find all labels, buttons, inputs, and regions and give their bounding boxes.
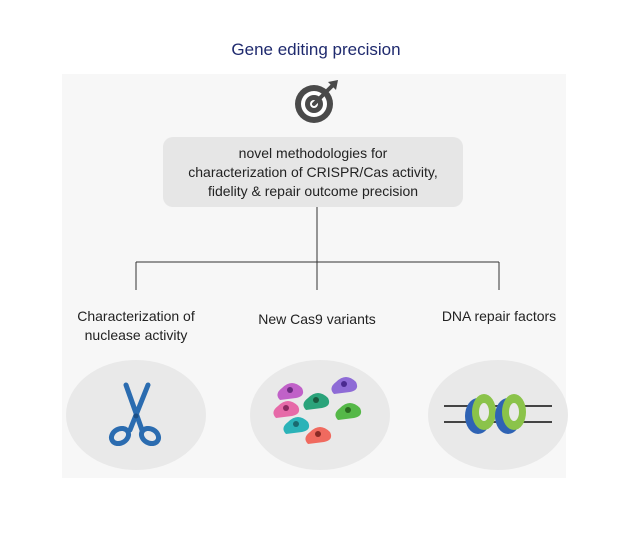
- cas9-variant-icon: [283, 417, 310, 434]
- cas9-variant-icon: [335, 403, 362, 420]
- repair-factor-right: [495, 394, 526, 434]
- methodology-line-2: characterization of CRISPR/Cas activity,: [188, 163, 438, 180]
- cas9-circle: [250, 360, 390, 470]
- cas9-variant-icon: [273, 401, 300, 418]
- scissors-icon: [108, 382, 162, 447]
- branch-label-dna-repair: DNA repair factors: [419, 307, 579, 326]
- branch-label-cas9: New Cas9 variants: [237, 310, 397, 329]
- target-icon: [295, 80, 338, 123]
- branch-label-nuclease-line-2: nuclease activity: [84, 327, 188, 343]
- branch-label-nuclease: Characterization of nuclease activity: [56, 307, 216, 345]
- branch-label-cas9-line-1: New Cas9 variants: [258, 311, 376, 327]
- cas9-variant-icon: [305, 427, 332, 444]
- methodology-line-3: fidelity & repair outcome precision: [207, 182, 419, 199]
- branch-label-nuclease-line-1: Characterization of: [77, 308, 195, 324]
- nuclease-circle: [66, 360, 206, 470]
- cas9-variant-icon: [331, 377, 358, 394]
- cas9-protein-icon: [273, 377, 362, 444]
- repair-factor-left: [465, 394, 496, 434]
- cas9-variant-icon: [303, 393, 330, 410]
- branch-label-dna-repair-line-1: DNA repair factors: [441, 308, 557, 324]
- methodology-box: novel methodologies for characterization…: [163, 137, 463, 207]
- cas9-variant-icon: [277, 383, 304, 400]
- dna-repair-complex-icon: [444, 394, 552, 434]
- methodology-line-1: novel methodologies for: [238, 144, 388, 161]
- diagram-title: Gene editing precision: [231, 40, 401, 59]
- dna-repair-circle: [428, 360, 568, 470]
